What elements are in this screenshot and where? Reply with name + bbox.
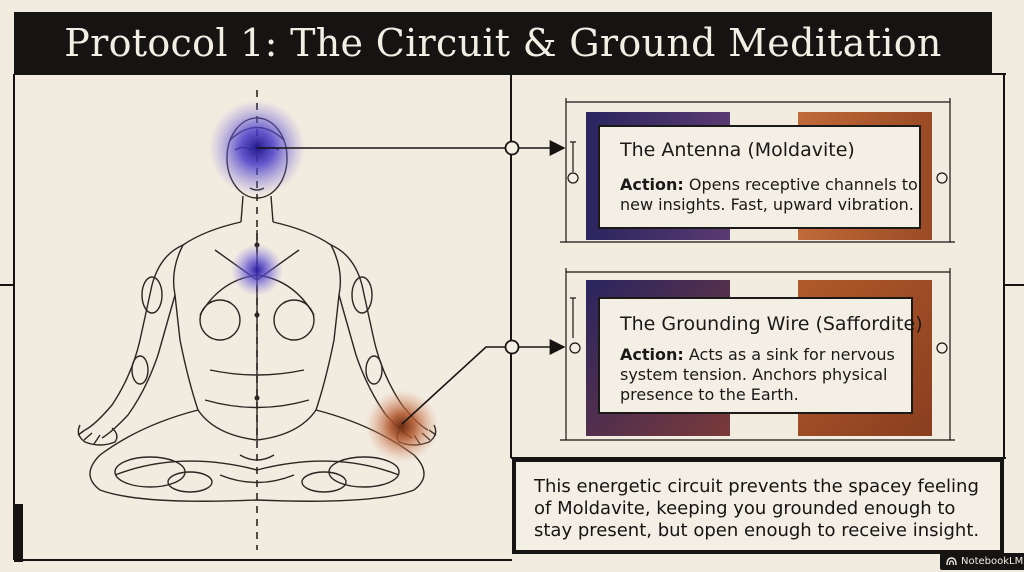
- card-action: Action: Opens receptive channels to new …: [620, 175, 920, 215]
- action-text: Opens receptive channels to new insights…: [620, 175, 918, 214]
- notebooklm-badge: NotebookLM: [940, 553, 1024, 570]
- card-grounding-wire: The Grounding Wire (Saffordite) Action: …: [598, 297, 923, 414]
- badge-label: NotebookLM: [961, 556, 1024, 567]
- card-title: The Grounding Wire (Saffordite): [620, 313, 923, 335]
- notebooklm-icon: [946, 557, 957, 566]
- action-text: Acts as a sink for nervous system tensio…: [620, 345, 895, 404]
- summary-box: This energetic circuit prevents the spac…: [512, 458, 1004, 554]
- page-title: Protocol 1: The Circuit & Ground Meditat…: [14, 12, 992, 74]
- card-action: Action: Acts as a sink for nervous syste…: [620, 345, 910, 405]
- action-label: Action:: [620, 345, 684, 364]
- heart-glow: [231, 244, 283, 296]
- action-label: Action:: [620, 175, 684, 194]
- meditating-figure: [77, 90, 438, 550]
- card-title: The Antenna (Moldavite): [620, 139, 855, 161]
- summary-text: This energetic circuit prevents the spac…: [534, 476, 980, 541]
- card-antenna: The Antenna (Moldavite) Action: Opens re…: [598, 125, 921, 229]
